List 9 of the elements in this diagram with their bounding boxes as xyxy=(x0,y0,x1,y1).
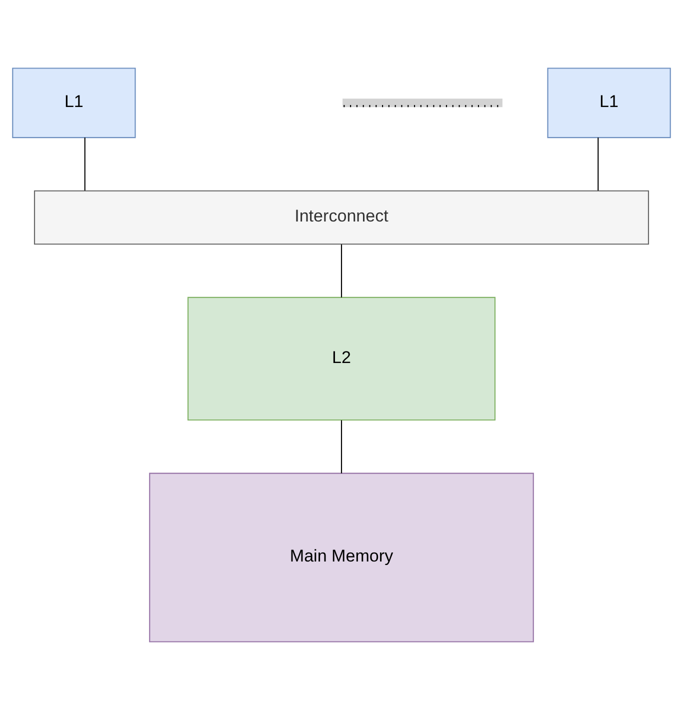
connector xyxy=(84,137,86,190)
connector xyxy=(340,420,342,473)
node-box: Main Memory xyxy=(149,472,534,642)
node-box: Interconnect xyxy=(34,190,650,244)
node-box: L1 xyxy=(12,67,136,138)
node-box: L2 xyxy=(187,296,496,420)
connector xyxy=(598,137,599,190)
connector xyxy=(340,244,342,297)
node-box: L1 xyxy=(547,67,671,138)
